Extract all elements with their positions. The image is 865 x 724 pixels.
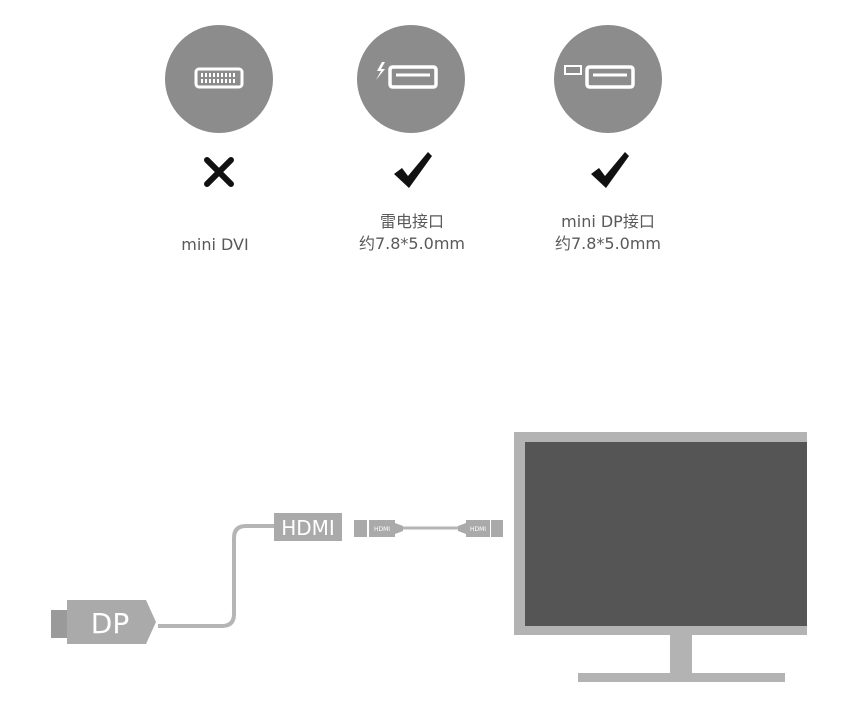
hdmi-adapter-label: HDMI (281, 516, 335, 540)
hdmi-adapter: HDMI (274, 513, 342, 541)
connection-diagram: DP HDMI HDMI HDMI (51, 432, 807, 682)
mini-displayport-port-circle (554, 25, 662, 133)
dp-to-hdmi-cable (158, 524, 276, 628)
hdmi-adapter-body (274, 513, 342, 541)
hdmi-cable: HDMI HDMI (354, 520, 503, 537)
hdmi-plug-left-strain (395, 523, 403, 534)
hdmi-plug-right-label: HDMI (470, 526, 486, 533)
mini-dvi-label: mini DVI (125, 234, 305, 256)
port-label-line: 约7.8*5.0mm (554, 234, 662, 253)
dp-plug-body (67, 600, 156, 644)
hdmi-plug-right-body (466, 520, 490, 537)
hdmi-plug-right-tip (491, 520, 503, 537)
mini-displayport-icon (564, 65, 635, 89)
monitor-stand-base (578, 673, 785, 682)
port-label-line: mini DVI (181, 235, 249, 254)
thunderbolt-port-icon (376, 62, 438, 89)
monitor-icon (514, 432, 807, 682)
monitor-screen (525, 442, 807, 626)
check-icon (591, 152, 629, 188)
thunderbolt-label: 雷电接口 约7.8*5.0mm (322, 211, 502, 255)
port-label-line: 约7.8*5.0mm (358, 234, 466, 253)
port-label-line: 雷电接口 (379, 212, 444, 231)
hdmi-plug-right-strain (458, 523, 466, 534)
hdmi-plug-left-tip (354, 520, 367, 537)
thunderbolt-port-circle (357, 25, 465, 133)
dp-plug: DP (51, 600, 156, 644)
hdmi-plug-left-label: HDMI (374, 526, 390, 533)
monitor-stand-neck (670, 635, 692, 675)
dp-plug-label: DP (91, 607, 129, 640)
port-label-line: mini DP接口 (561, 212, 655, 231)
cross-icon (204, 157, 234, 187)
mini-dvi-port-icon (194, 67, 244, 89)
mini-displayport-label: mini DP接口 约7.8*5.0mm (518, 211, 698, 255)
mini-dvi-port-circle (165, 25, 273, 133)
check-icon (394, 152, 432, 188)
hdmi-plug-left-body (369, 520, 395, 537)
dp-plug-tip (51, 610, 67, 638)
